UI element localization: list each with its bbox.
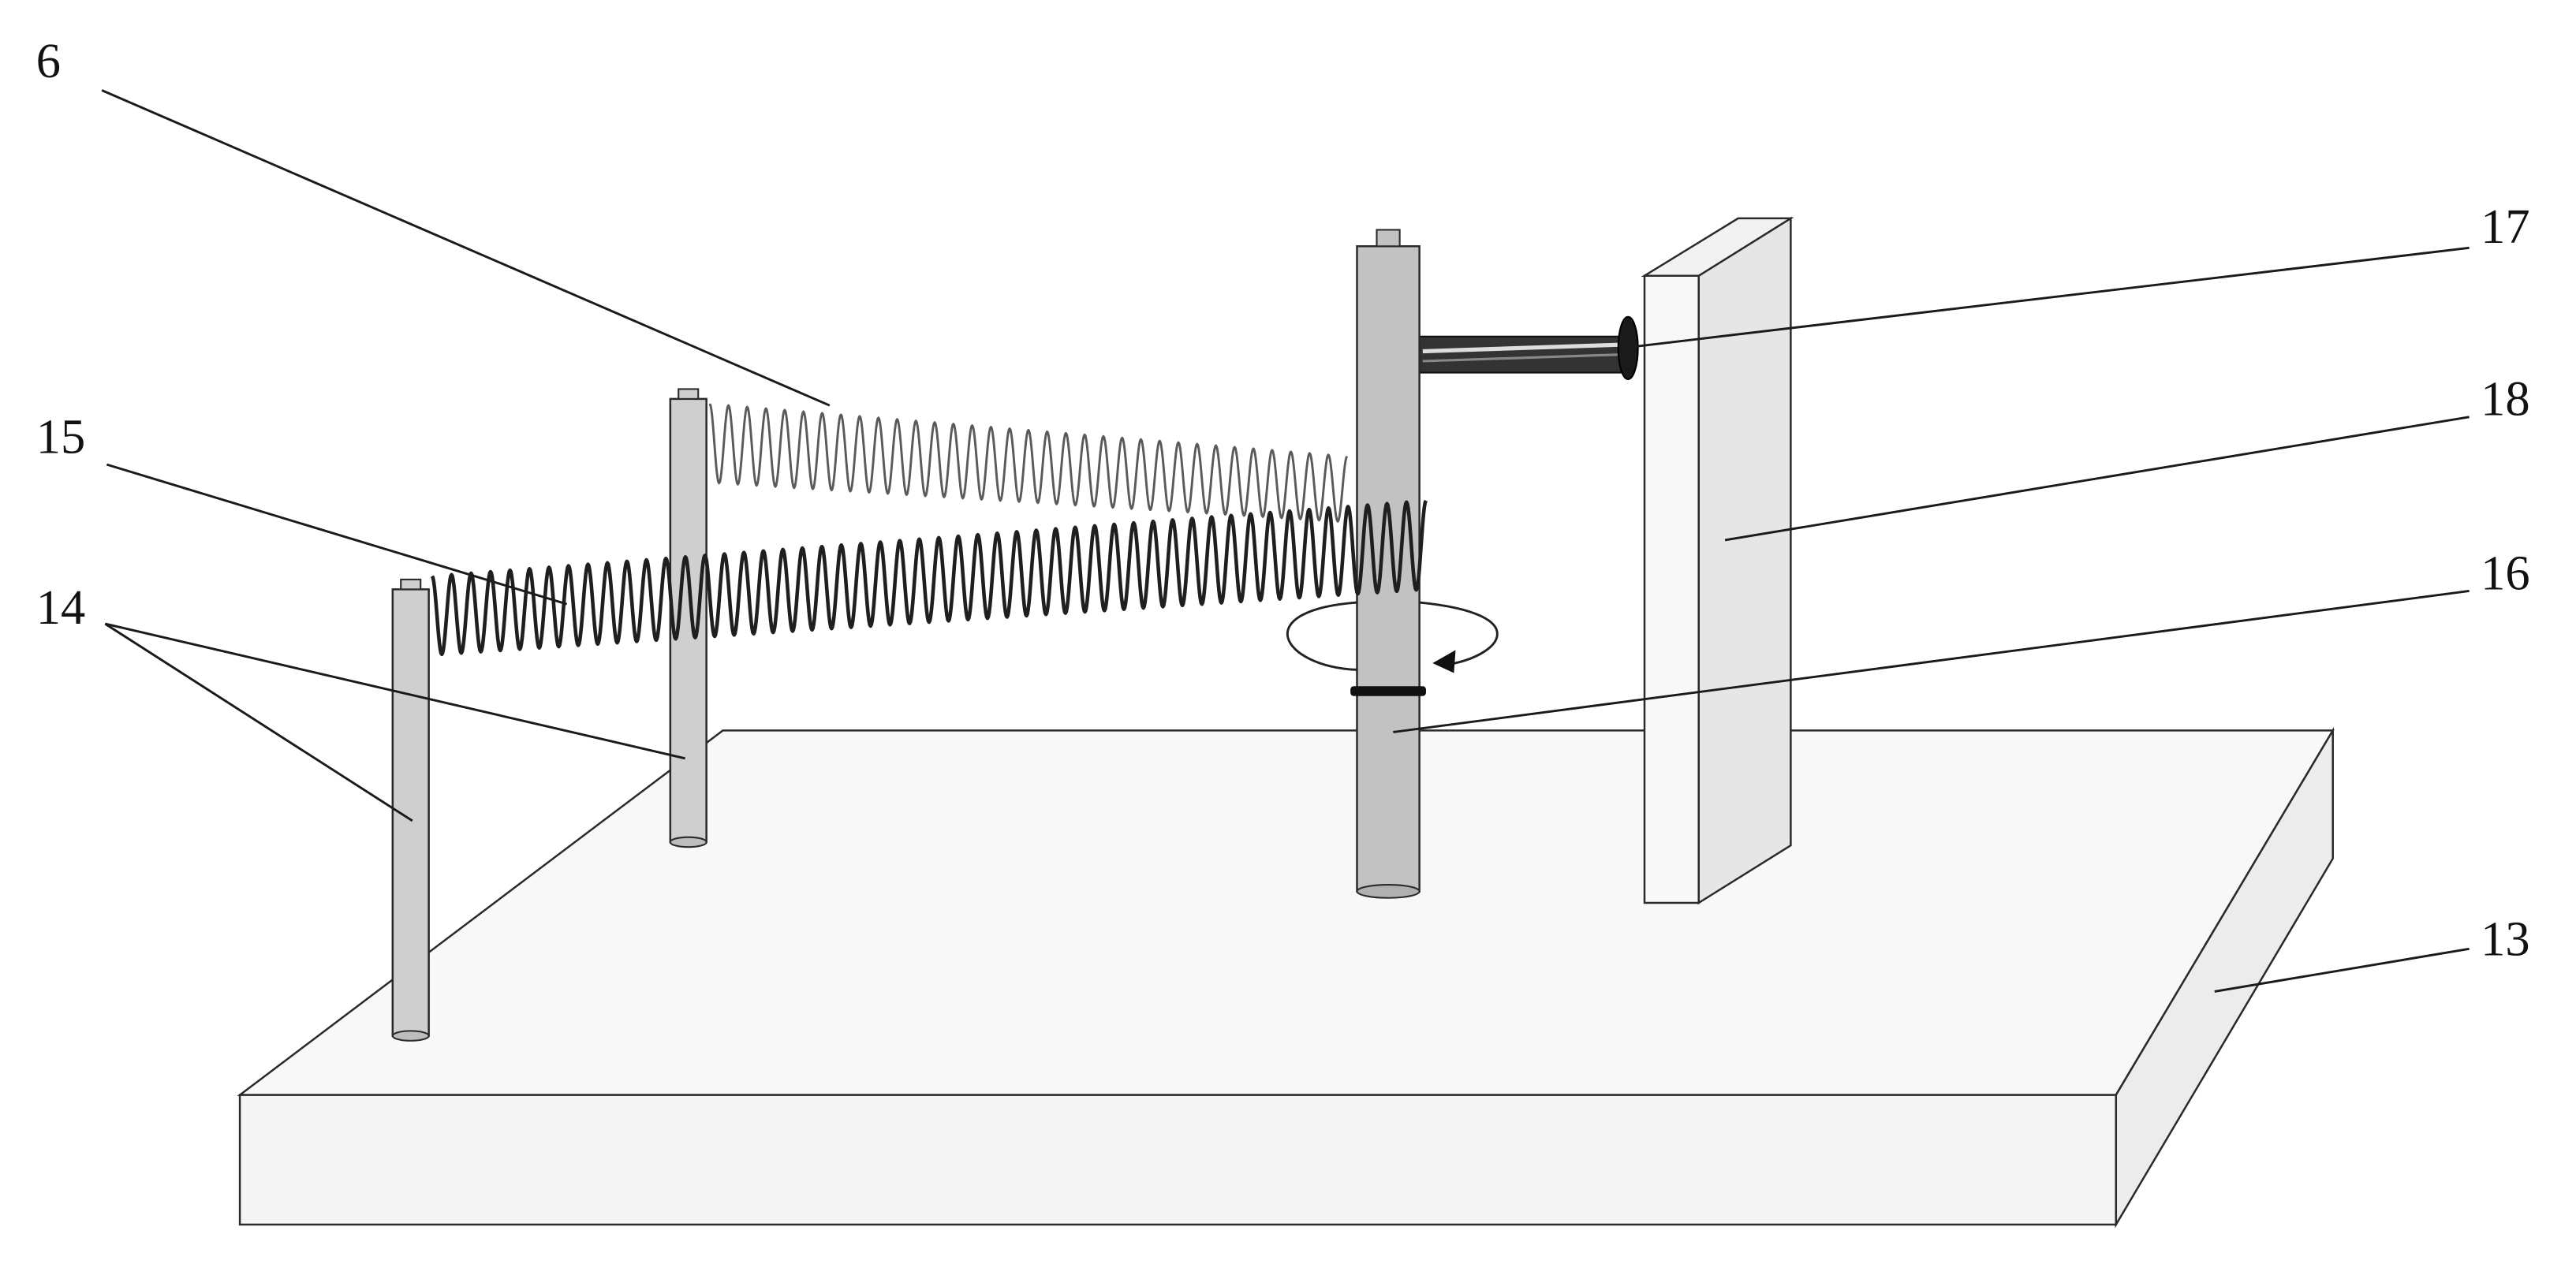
base-platform [237,726,2335,1229]
rotation-arrow-icon [1286,601,1499,673]
label-15: 15 [36,409,85,464]
label-14: 14 [36,580,85,635]
base-top-face [237,729,2335,1096]
leader-line-17 [1636,246,2470,348]
leader-line-6 [101,89,831,407]
leader-line-13 [2214,947,2470,993]
vertical-plate [1641,216,1794,905]
center-post [1356,229,1421,899]
plate-front-face [1643,274,1700,904]
label-18: 18 [2481,371,2529,427]
leader-line-15 [106,463,568,606]
leader-lines [101,89,2470,993]
plate-side-face [1697,216,1792,905]
leader-line-18 [1724,416,2470,542]
support-post-middle [669,388,707,848]
label-17: 17 [2481,199,2529,254]
connecting-rod [1415,315,1639,380]
collar-ring [1350,686,1426,696]
base-side-face [2115,726,2334,1229]
leader-line-14-front [104,622,413,822]
front-spring [430,499,1428,657]
label-6: 6 [36,33,61,88]
base-front-face [238,1094,2118,1226]
back-spring [708,403,1349,523]
label-13: 13 [2481,912,2529,967]
label-16: 16 [2481,545,2529,600]
callout-labels: 6 15 14 17 18 16 13 [36,33,2530,967]
leader-line-14-middle [104,622,685,760]
leader-line-16 [1393,590,2470,733]
support-post-front [391,578,430,1042]
